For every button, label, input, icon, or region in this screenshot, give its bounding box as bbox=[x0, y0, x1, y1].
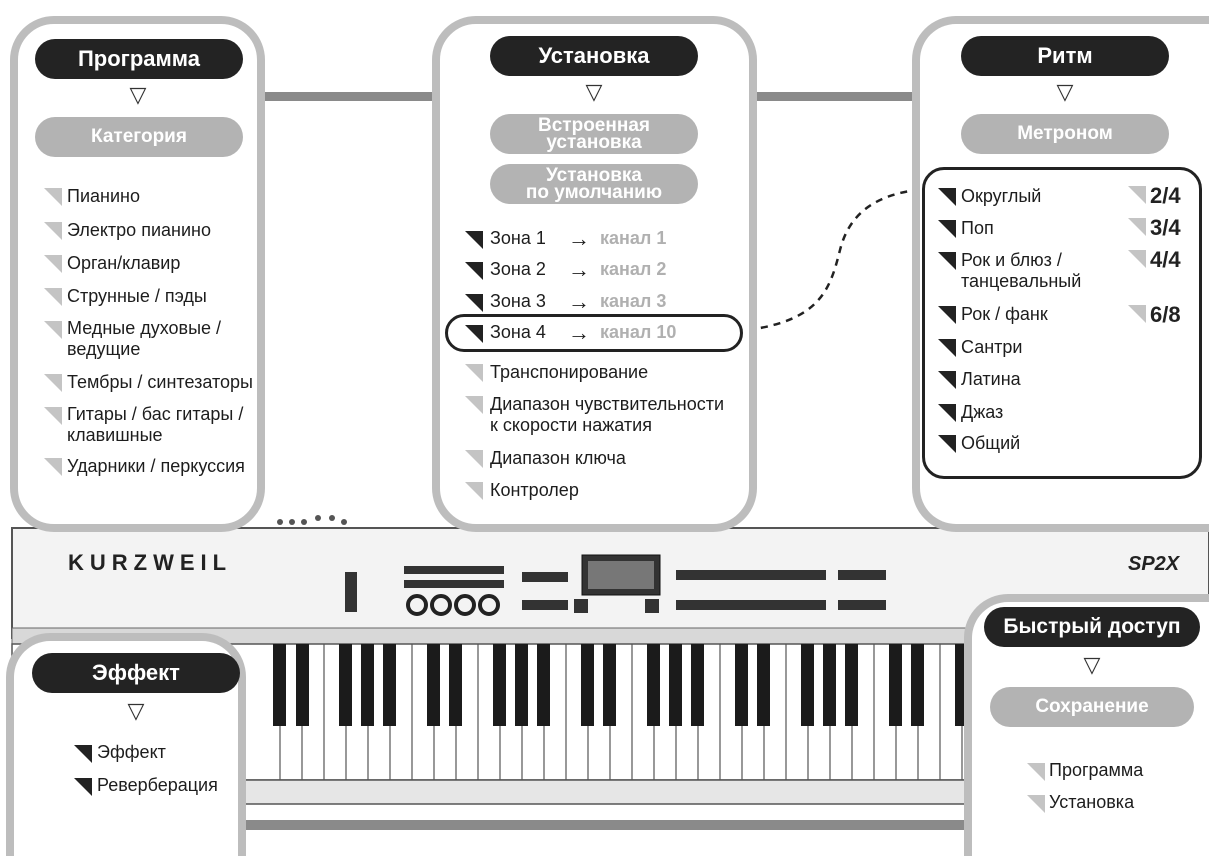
metronome-label[interactable]: Метроном bbox=[961, 114, 1169, 154]
arrow-right-icon: → bbox=[568, 257, 590, 282]
zone-channel: канал 2 bbox=[600, 259, 667, 279]
program-item: Медные духовые / ведущие bbox=[67, 318, 222, 359]
flag-icon bbox=[44, 321, 62, 339]
program-item: Электро пианино bbox=[67, 220, 211, 240]
setup-item: Диапазон ключа bbox=[490, 448, 626, 468]
zone-label: Зона 2 bbox=[490, 259, 546, 279]
time-signature: 2/4 bbox=[1150, 183, 1181, 208]
flag-icon bbox=[465, 262, 483, 280]
flag-icon bbox=[74, 745, 92, 763]
flag-icon bbox=[44, 374, 62, 392]
rhythm-panel bbox=[912, 16, 1209, 532]
program-item: Тембры / синтезаторы bbox=[67, 372, 253, 392]
arrow-right-icon: → bbox=[568, 289, 590, 314]
flag-icon bbox=[465, 364, 483, 382]
model-logo: SP2X bbox=[1128, 553, 1180, 575]
flag-icon bbox=[1027, 763, 1045, 781]
flag-icon bbox=[938, 339, 956, 357]
zone-channel: канал 1 bbox=[600, 228, 667, 248]
program-category[interactable]: Категория bbox=[35, 117, 243, 157]
flag-icon bbox=[938, 404, 956, 422]
flag-icon bbox=[465, 396, 483, 414]
zone4-highlight bbox=[445, 314, 743, 352]
flag-icon bbox=[938, 435, 956, 453]
flag-icon bbox=[44, 458, 62, 476]
quick-access-title[interactable]: Быстрый доступ bbox=[984, 607, 1200, 647]
rhythm-style: Джаз bbox=[961, 402, 1004, 422]
flag-icon bbox=[938, 306, 956, 324]
save-label[interactable]: Сохранение bbox=[990, 687, 1194, 727]
flag-icon bbox=[1128, 305, 1146, 323]
flag-icon bbox=[938, 188, 956, 206]
setup-item: Транспонирование bbox=[490, 362, 649, 382]
flag-icon bbox=[44, 255, 62, 273]
rhythm-styles-frame bbox=[922, 167, 1202, 479]
flag-icon bbox=[1027, 795, 1045, 813]
quick-item: Установка bbox=[1049, 792, 1135, 812]
flag-icon bbox=[465, 231, 483, 249]
program-item: Гитары / бас гитары / клавишные bbox=[67, 404, 244, 445]
zone-label: Зона 3 bbox=[490, 291, 546, 311]
rhythm-style: Сантри bbox=[961, 337, 1023, 357]
time-signature: 6/8 bbox=[1150, 302, 1181, 327]
program-item: Пианино bbox=[67, 186, 140, 206]
flag-icon bbox=[465, 450, 483, 468]
setup-item: Диапазон чувствительности к скорости наж… bbox=[490, 394, 724, 435]
flag-icon bbox=[1128, 218, 1146, 236]
setup-panel bbox=[432, 16, 757, 532]
effect-item: Эффект bbox=[97, 742, 166, 762]
brand-logo: KURZWEIL bbox=[68, 550, 233, 575]
time-signature: 3/4 bbox=[1150, 215, 1181, 240]
rhythm-style: Рок / фанк bbox=[961, 304, 1048, 324]
rhythm-style: Латина bbox=[961, 369, 1021, 389]
effect-title[interactable]: Эффект bbox=[32, 653, 240, 693]
arrow-right-icon: → bbox=[568, 320, 590, 345]
flag-icon bbox=[465, 325, 483, 343]
down-arrow-icon: ▽ bbox=[585, 79, 603, 104]
zone-channel: канал 3 bbox=[600, 291, 667, 311]
down-arrow-icon: ▽ bbox=[1083, 652, 1101, 677]
flag-icon bbox=[465, 482, 483, 500]
setup-item: Контролер bbox=[490, 480, 579, 500]
effect-item: Реверберация bbox=[97, 775, 218, 795]
zone-channel: канал 10 bbox=[600, 322, 677, 342]
setup-default[interactable]: Установка по умолчанию bbox=[490, 164, 698, 204]
flag-icon bbox=[938, 220, 956, 238]
flag-icon bbox=[1128, 186, 1146, 204]
flag-icon bbox=[465, 294, 483, 312]
flag-icon bbox=[44, 222, 62, 240]
down-arrow-icon: ▽ bbox=[127, 698, 145, 723]
flag-icon bbox=[938, 252, 956, 270]
rhythm-style: Рок и блюз / танцевальный bbox=[961, 250, 1082, 291]
down-arrow-icon: ▽ bbox=[129, 82, 147, 107]
zone-label: Зона 4 bbox=[490, 322, 546, 342]
quick-item: Программа bbox=[1049, 760, 1144, 780]
rhythm-style: Округлый bbox=[961, 186, 1042, 206]
down-arrow-icon: ▽ bbox=[1056, 79, 1074, 104]
flag-icon bbox=[938, 371, 956, 389]
setup-builtin[interactable]: Встроенная установка bbox=[490, 114, 698, 154]
rhythm-title[interactable]: Ритм bbox=[961, 36, 1169, 76]
flag-icon bbox=[74, 778, 92, 796]
flag-icon bbox=[44, 407, 62, 425]
program-item: Струнные / пэды bbox=[67, 286, 207, 306]
program-panel bbox=[10, 16, 265, 532]
program-item: Ударники / перкуссия bbox=[67, 456, 245, 476]
flag-icon bbox=[44, 188, 62, 206]
zone-label: Зона 1 bbox=[490, 228, 546, 248]
flag-icon bbox=[1128, 250, 1146, 268]
setup-title[interactable]: Установка bbox=[490, 36, 698, 76]
program-item: Орган/клавир bbox=[67, 253, 181, 273]
arrow-right-icon: → bbox=[568, 226, 590, 251]
rhythm-style: Общий bbox=[961, 433, 1021, 453]
rhythm-style: Поп bbox=[961, 218, 994, 238]
flag-icon bbox=[44, 288, 62, 306]
program-title[interactable]: Программа bbox=[35, 39, 243, 79]
time-signature: 4/4 bbox=[1150, 247, 1181, 272]
